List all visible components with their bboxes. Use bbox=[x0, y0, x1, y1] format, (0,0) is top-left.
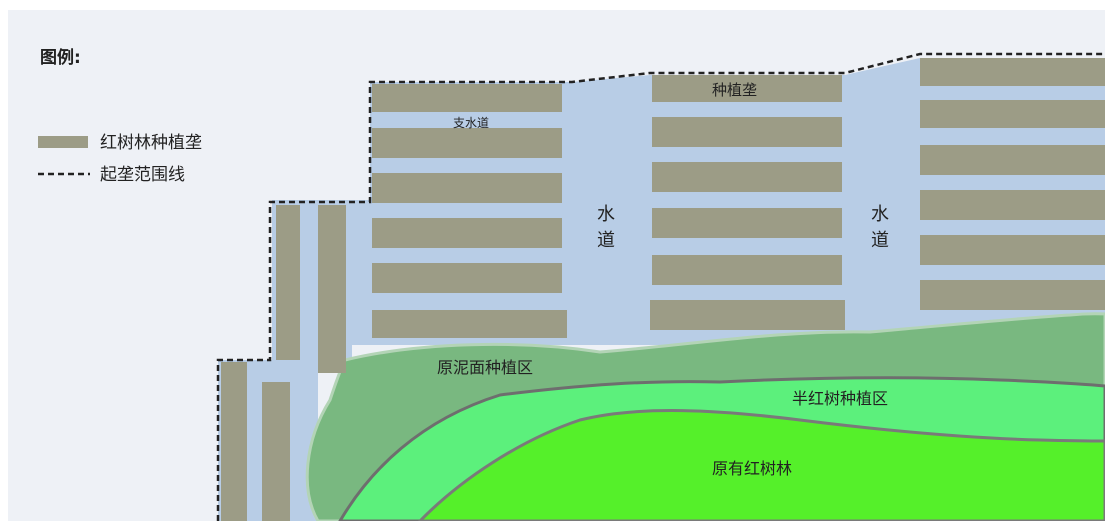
planting-ridge bbox=[372, 218, 562, 248]
planting-ridge bbox=[372, 84, 562, 112]
legend-boundary-label: 起垄范围线 bbox=[100, 165, 185, 185]
planting-ridge bbox=[920, 58, 1105, 86]
planting-ridge bbox=[652, 117, 842, 147]
planting-ridge bbox=[920, 280, 1105, 310]
channel-label-right-2: 道 bbox=[871, 230, 889, 251]
legend-ridge-swatch bbox=[38, 136, 88, 148]
channel-label-left-1: 水 bbox=[597, 204, 615, 225]
planting-ridge bbox=[372, 263, 562, 293]
planting-ridge bbox=[262, 382, 290, 521]
planting-ridge bbox=[652, 75, 842, 102]
planting-ridge bbox=[276, 205, 300, 360]
planting-ridge bbox=[920, 145, 1105, 175]
legend-ridge-label: 红树林种植垄 bbox=[100, 133, 202, 153]
planting-ridge bbox=[372, 310, 567, 338]
planting-ridge bbox=[920, 100, 1105, 128]
existing-mangrove-label: 原有红树林 bbox=[712, 459, 792, 478]
legend-title: 图例: bbox=[40, 47, 81, 68]
ridge-boundary-line bbox=[216, 52, 1105, 521]
existing-mangrove-zone bbox=[417, 409, 1105, 521]
planting-ridge bbox=[650, 300, 845, 330]
planting-ridge bbox=[318, 205, 346, 373]
channel-label-left-2: 道 bbox=[597, 230, 615, 251]
planting-ridge bbox=[652, 255, 842, 285]
semi-mangrove-zone-label: 半红树种植区 bbox=[792, 389, 888, 408]
ridge-label: 种植垄 bbox=[712, 81, 757, 99]
branch-channel-label: 支水道 bbox=[453, 116, 489, 130]
planting-ridge bbox=[920, 235, 1105, 265]
planting-ridge bbox=[652, 208, 842, 238]
mudflat-zone-label: 原泥面种植区 bbox=[437, 358, 533, 377]
planting-ridge bbox=[372, 128, 562, 158]
planting-ridge bbox=[372, 173, 562, 203]
planting-ridge bbox=[652, 162, 842, 192]
planting-ridge bbox=[221, 362, 247, 521]
channel-label-right-1: 水 bbox=[871, 204, 889, 225]
planting-ridge bbox=[920, 190, 1105, 220]
